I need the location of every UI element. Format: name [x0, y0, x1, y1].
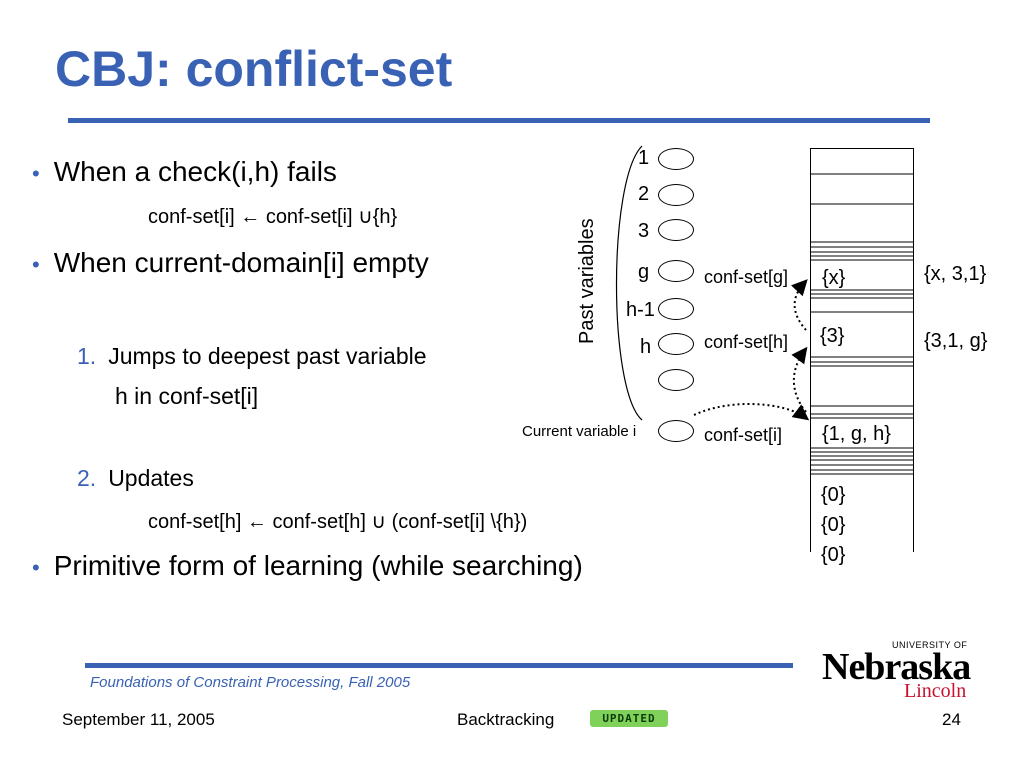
- item-number: 2.: [77, 465, 97, 491]
- bullet-dot-icon: •: [32, 252, 40, 277]
- arrow-current-to-conf-i: [693, 403, 810, 421]
- variable-node: [658, 148, 694, 170]
- conf-set-stack: [810, 148, 914, 552]
- title-underline: [68, 118, 930, 123]
- variable-node-i: [658, 420, 694, 442]
- bullet-dot-icon: •: [32, 161, 40, 186]
- item-text: Updates: [108, 465, 194, 491]
- updated-set-h: {3,1, g}: [924, 330, 988, 352]
- numbered-item-2: 2. Updates: [77, 467, 194, 490]
- updated-set-g: {x, 3,1}: [924, 263, 987, 285]
- bullet-text: Primitive form of learning (while search…: [53, 550, 583, 581]
- numbered-item-1: 1. Jumps to deepest past variable: [77, 345, 427, 368]
- footer-rule: [85, 663, 793, 668]
- var-label-3: 3: [638, 220, 650, 242]
- stack-empty-set: {0}: [821, 484, 846, 506]
- stack-empty-set: {0}: [821, 514, 846, 536]
- footer-topic: Backtracking: [457, 710, 555, 729]
- bullet-text: When a check(i,h) fails: [53, 156, 337, 187]
- conf-set-g-label: conf-set[g]: [704, 267, 789, 287]
- variable-node: [658, 219, 694, 241]
- item-text: Jumps to deepest past variable: [108, 343, 427, 369]
- conf-set-h-label: conf-set[h]: [704, 332, 789, 352]
- stack-set-g: {x}: [822, 267, 846, 289]
- variable-node-h: [658, 333, 694, 355]
- past-variables-brace: [615, 145, 643, 421]
- updated-badge: UPDATED: [590, 710, 668, 727]
- bullet-dot-icon: •: [32, 555, 40, 580]
- footer-date: September 11, 2005: [62, 710, 215, 729]
- var-label-2: 2: [638, 183, 650, 205]
- bullet-learning: • Primitive form of learning (while searc…: [32, 552, 583, 580]
- logo-university-text: UNIVERSITY OF: [892, 640, 968, 650]
- item-number: 1.: [77, 343, 97, 369]
- formula-conf-set-h: conf-set[h] ← conf-set[h] ∪ (conf-set[i]…: [148, 511, 528, 533]
- numbered-item-1-cont: h in conf-set[i]: [115, 383, 259, 409]
- bullet-domain-empty: • When current-domain[i] empty: [32, 249, 429, 277]
- past-variables-label: Past variables: [576, 218, 598, 344]
- variable-node: [658, 184, 694, 206]
- bullet-text: When current-domain[i] empty: [53, 247, 429, 278]
- var-label-1: 1: [638, 147, 650, 169]
- variable-node-h-1: [658, 298, 694, 320]
- variable-node-g: [658, 260, 694, 282]
- var-label-h-1: h-1: [626, 299, 655, 321]
- formula-conf-set-i: conf-set[i] ← conf-set[i] ∪{h}: [148, 206, 398, 228]
- arrow-conf-i-to-conf-h: [791, 346, 808, 413]
- conf-set-i-label: conf-set[i]: [704, 425, 783, 445]
- logo-campus-text: Lincoln: [904, 680, 967, 702]
- bullet-check-fails: • When a check(i,h) fails: [32, 158, 337, 186]
- page-number: 24: [942, 710, 961, 729]
- nebraska-logo: UNIVERSITY OF Nebraska Lincoln: [822, 640, 971, 702]
- stack-empty-set: {0}: [821, 544, 846, 566]
- footer-course: Foundations of Constraint Processing, Fa…: [90, 674, 411, 691]
- var-label-g: g: [638, 261, 650, 283]
- stack-set-h: {3}: [820, 325, 845, 347]
- slide-title: CBJ: conflict-set: [55, 41, 453, 97]
- logo-name-text: Nebraska: [822, 646, 971, 688]
- arrow-conf-h-to-conf-g: [790, 279, 808, 331]
- var-label-h: h: [640, 336, 652, 358]
- variable-node: [658, 369, 694, 391]
- stack-set-i: {1, g, h}: [822, 423, 891, 445]
- current-variable-label: Current variable i: [522, 423, 637, 440]
